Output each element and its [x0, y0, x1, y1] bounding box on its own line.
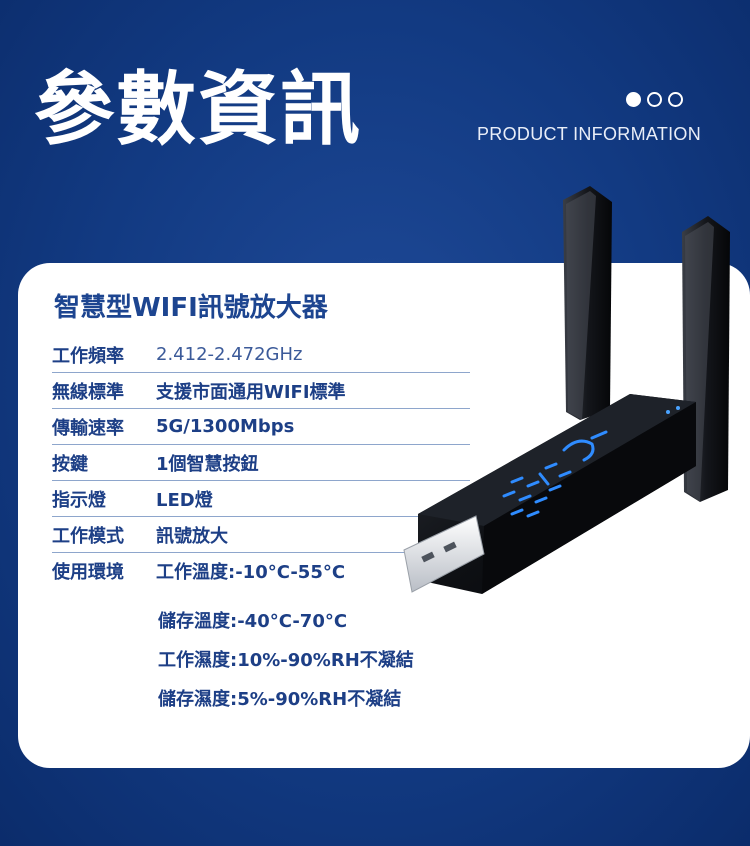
storage-temperature: 儲存溫度:-40°C-70°C	[158, 611, 348, 632]
spec-card: 智慧型WIFI訊號放大器 工作頻率 2.412-2.472GHz 無線標準 支援…	[18, 263, 750, 768]
spec-label: 工作模式	[52, 525, 124, 547]
spec-label: 無線標準	[52, 381, 124, 403]
pager-dot[interactable]	[647, 92, 662, 107]
spec-value: 工作溫度:-10°C-55°C	[156, 561, 346, 583]
spec-value: 訊號放大	[156, 525, 228, 547]
spec-label: 指示燈	[52, 489, 106, 511]
spec-value: 支援市面通用WIFI標準	[156, 381, 346, 403]
spec-row-environment: 使用環境 工作溫度:-10°C-55°C	[52, 553, 470, 588]
spec-label: 工作頻率	[52, 345, 124, 367]
storage-humidity: 儲存濕度:5%-90%RH不凝結	[158, 689, 402, 710]
working-humidity: 工作濕度:10%-90%RH不凝結	[158, 650, 414, 671]
section-subtitle: PRODUCT INFORMATION	[477, 124, 702, 144]
spec-label: 傳輸速率	[52, 417, 124, 439]
spec-row-mode: 工作模式 訊號放大	[52, 517, 470, 553]
pager-dot[interactable]	[668, 92, 683, 107]
page-title: 參數資訊	[34, 63, 362, 156]
spec-row-standard: 無線標準 支援市面通用WIFI標準	[52, 373, 470, 409]
spec-label: 使用環境	[52, 561, 124, 583]
spec-row-speed: 傳輸速率 5G/1300Mbps	[52, 409, 470, 445]
pager-dot-active[interactable]	[626, 92, 641, 107]
spec-row-frequency: 工作頻率 2.412-2.472GHz	[52, 337, 470, 373]
spec-table: 工作頻率 2.412-2.472GHz 無線標準 支援市面通用WIFI標準 傳輸…	[52, 337, 470, 588]
spec-value: 5G/1300Mbps	[156, 416, 295, 437]
wifi-adapter-image	[403, 186, 730, 594]
spec-value: 1個智慧按鈕	[156, 453, 259, 475]
spec-value: LED燈	[156, 489, 213, 511]
spec-row-indicator: 指示燈 LED燈	[52, 481, 470, 517]
spec-row-button: 按鍵 1個智慧按鈕	[52, 445, 470, 481]
product-name: 智慧型WIFI訊號放大器	[54, 293, 328, 323]
pager-dots	[626, 92, 683, 107]
environment-details: 儲存溫度:-40°C-70°C 工作濕度:10%-90%RH不凝結 儲存濕度:5…	[158, 602, 478, 719]
led-indicator-pattern	[502, 430, 608, 518]
spec-value: 2.412-2.472GHz	[156, 344, 303, 365]
spec-label: 按鍵	[52, 453, 88, 475]
usb-connector	[403, 515, 485, 593]
